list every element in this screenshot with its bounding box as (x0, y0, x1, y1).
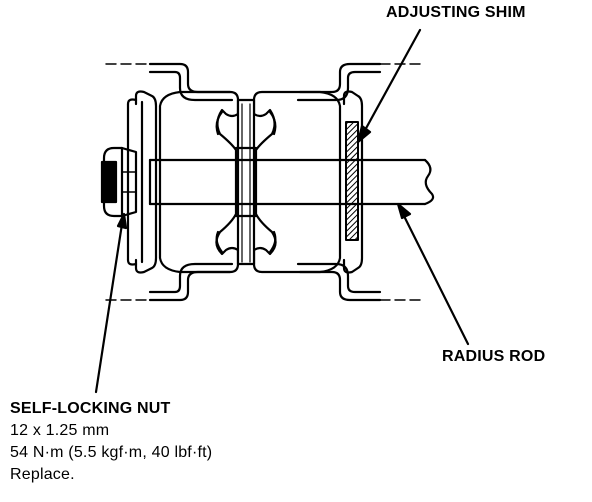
frame-bracket (105, 62, 425, 302)
nut-size: 12 x 1.25 mm (10, 422, 110, 439)
left-rubber-bushing (158, 90, 240, 274)
center-collar (234, 98, 258, 266)
self-locking-nut-part (100, 146, 138, 218)
left-washer (126, 90, 158, 274)
nut-title: SELF-LOCKING NUT (10, 400, 171, 417)
radius-rod-shaft (148, 158, 435, 206)
leader-arrows (94, 28, 470, 394)
adjusting-shim-label: ADJUSTING SHIM (386, 4, 526, 21)
adjusting-shim-part (345, 121, 359, 241)
radius-rod-label: RADIUS ROD (442, 348, 546, 365)
self-locking-nut-label: SELF-LOCKING NUT 12 x 1.25 mm 54 N·m (5.… (10, 398, 212, 486)
right-rubber-bushing (252, 90, 342, 274)
right-washer (342, 90, 364, 274)
nut-note: Replace. (10, 466, 75, 483)
nut-torque: 54 N·m (5.5 kgf·m, 40 lbf·ft) (10, 444, 213, 461)
